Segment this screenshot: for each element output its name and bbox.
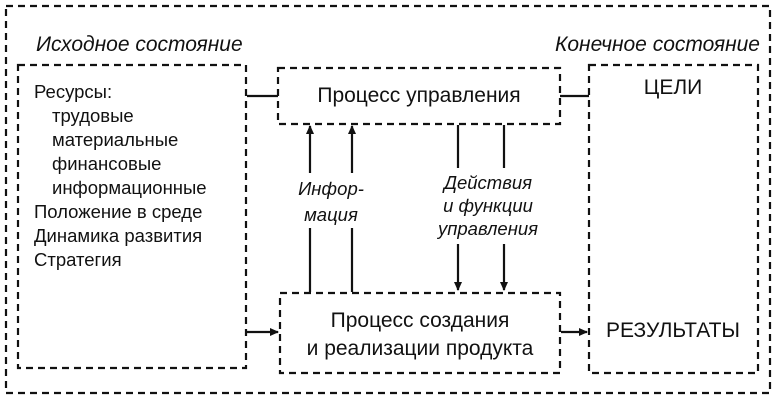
factor-environment-position: Положение в среде — [34, 201, 202, 222]
factor-strategy: Стратегия — [34, 249, 122, 270]
management-actions-label-line1: Действия — [442, 172, 532, 193]
initial-state-label: Исходное состояние — [36, 33, 243, 56]
production-process-box — [278, 291, 562, 375]
information-label-bg — [290, 173, 370, 228]
resource-item-material: материальные — [52, 129, 178, 150]
initial-state-box — [16, 63, 248, 370]
management-process-label: Процесс управления — [317, 84, 520, 107]
factor-development-dynamics: Динамика развития — [34, 225, 202, 246]
results-label: РЕЗУЛЬТАТЫ — [606, 319, 740, 342]
management-actions-label-line3: управления — [436, 218, 538, 239]
management-actions-label-bg — [424, 168, 552, 244]
final-state-box — [587, 63, 760, 375]
resource-item-financial: финансовые — [52, 153, 161, 174]
resource-item-information: информационные — [52, 177, 207, 198]
resources-heading: Ресурсы: — [34, 81, 112, 102]
production-process-label-line2: и реализации продукта — [307, 337, 534, 360]
goals-label: ЦЕЛИ — [644, 76, 702, 99]
information-label-line1: Инфор- — [298, 178, 364, 199]
management-actions-label-line2: и функции — [443, 195, 533, 216]
resource-item-labor: трудовые — [52, 105, 134, 126]
production-process-label-line1: Процесс создания — [331, 309, 510, 332]
final-state-label: Конечное состояние — [555, 33, 760, 56]
information-label-line2: мация — [304, 204, 358, 225]
